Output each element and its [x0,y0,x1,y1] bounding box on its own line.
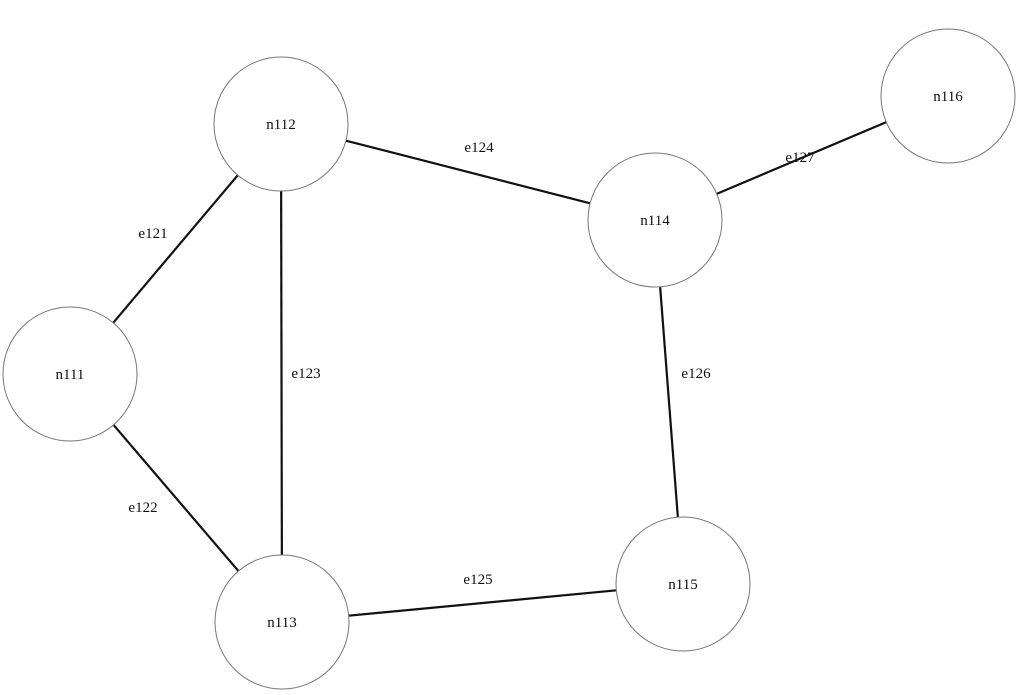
edge-line [112,424,240,572]
node-n115: n115 [615,516,751,652]
edge-line [345,139,591,205]
node-label: n114 [640,213,670,229]
node-label: n115 [668,577,697,593]
node-circle [214,554,350,690]
node-circle [2,306,138,442]
node-n116: n116 [880,28,1016,164]
edge-label: e123 [291,366,320,382]
node-label: n111 [56,367,85,383]
edge-label: e127 [785,150,815,166]
edge-e126: e126 [659,286,711,518]
edge-label: e126 [681,366,711,382]
edge-e123: e123 [280,190,321,556]
edge-line [716,121,887,195]
edge-line [280,190,283,556]
node-circle [587,152,723,288]
edge-label: e125 [463,572,492,588]
edge-e122: e122 [112,424,240,572]
node-n114: n114 [587,152,723,288]
edge-e127: e127 [716,121,887,195]
node-label: n112 [266,117,295,133]
edge-line [659,286,679,518]
node-circle [880,28,1016,164]
node-n111: n111 [2,306,138,442]
node-label: n116 [933,89,963,105]
node-circle [213,56,349,192]
edge-line [112,174,239,324]
edge-e124: e124 [345,139,591,205]
edge-e121: e121 [112,174,239,324]
edge-label: e121 [138,226,167,242]
edge-label: e124 [464,140,494,156]
node-n113: n113 [214,554,350,690]
node-circle [615,516,751,652]
edge-label: e122 [128,500,157,516]
node-label: n113 [267,615,296,631]
node-n112: n112 [213,56,349,192]
edge-line [348,589,617,617]
edge-e125: e125 [348,572,617,617]
